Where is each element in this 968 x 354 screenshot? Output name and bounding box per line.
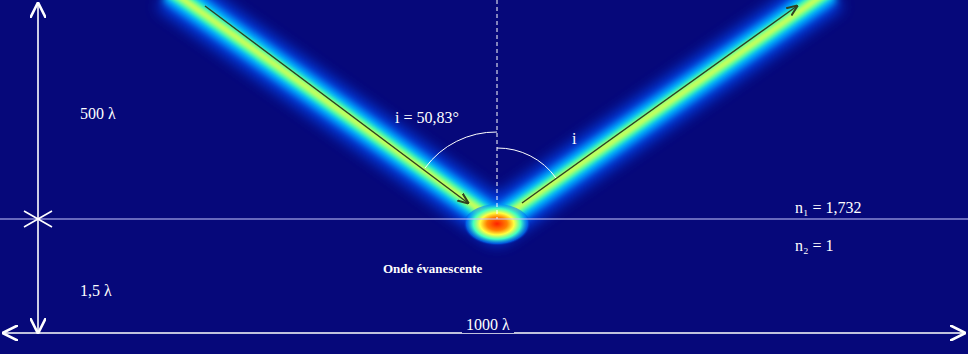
dimension-label: 1000 λ [462, 317, 514, 333]
dimension-label: 1,5 λ [80, 283, 112, 299]
angle-arc [497, 148, 556, 178]
interface-line [0, 219, 968, 220]
height-dimension [37, 4, 39, 332]
dimension-tick [24, 211, 52, 227]
index-label: n₂ = 1 [795, 238, 834, 254]
incident-ray [205, 6, 468, 203]
angle-label: i = 50,83° [395, 110, 459, 126]
index-label: n₁ = 1,732 [795, 200, 862, 216]
normal-line [497, 0, 498, 219]
angle-label: i [572, 131, 576, 147]
annotation-label: Onde évanescente [383, 262, 482, 275]
light-beams [170, 0, 830, 222]
reflected-ray [522, 6, 797, 203]
dimension-label: 500 λ [80, 106, 116, 122]
angle-arc [425, 132, 497, 168]
